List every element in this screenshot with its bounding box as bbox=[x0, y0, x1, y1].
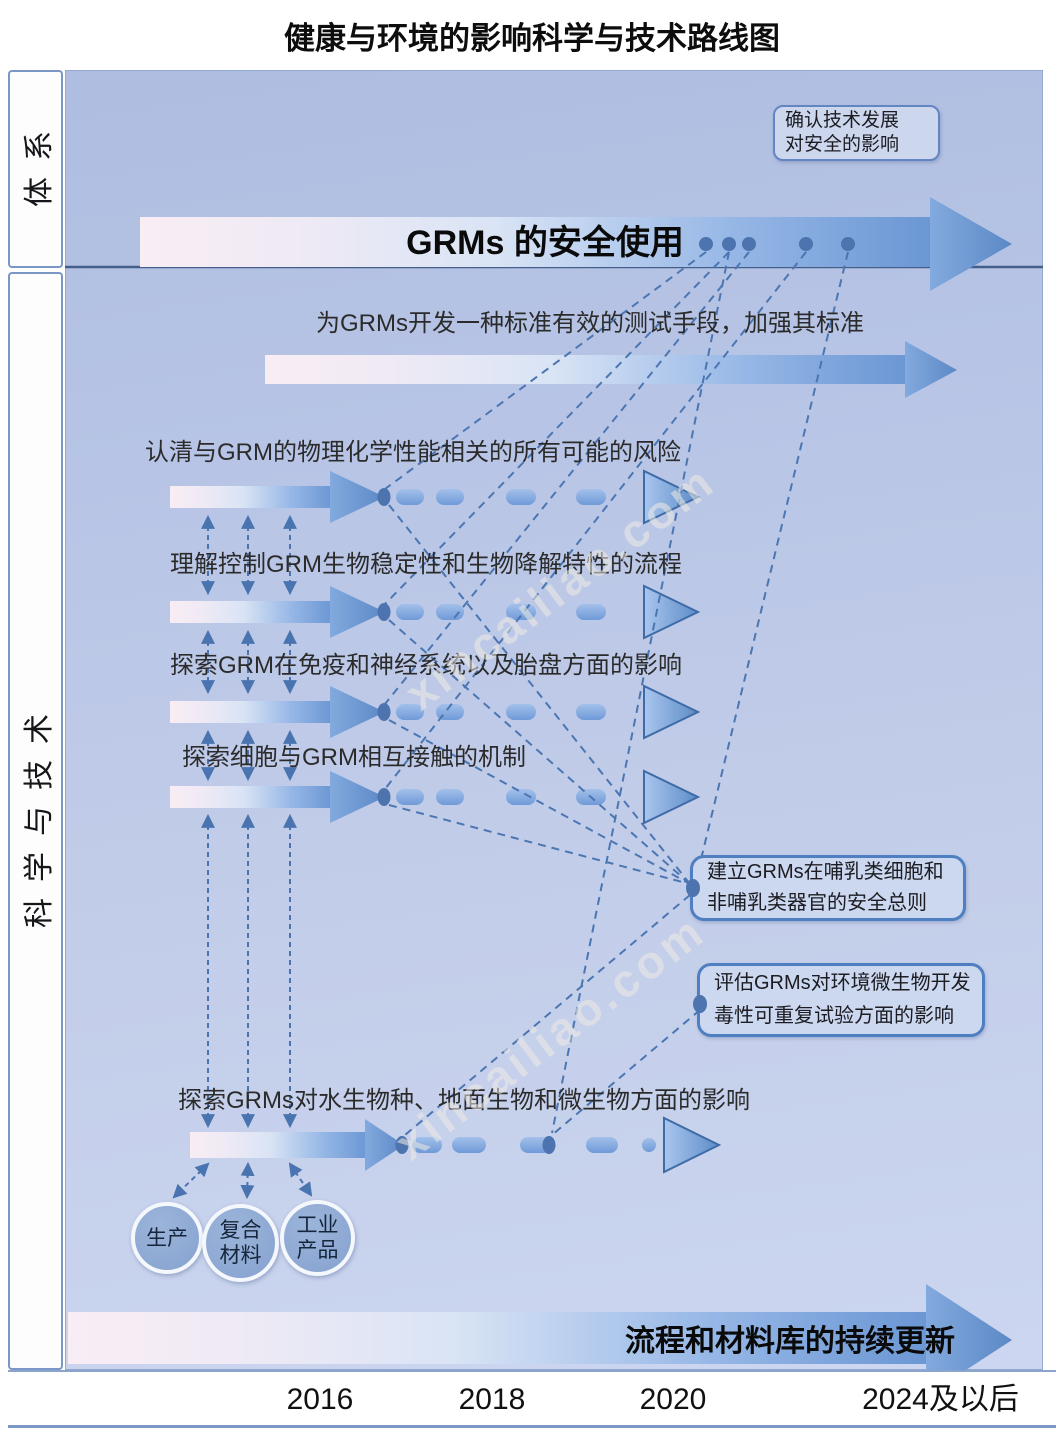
task-label-aquatic-species: 探索GRMs对水生物种、地面生物和微生物方面的影响 bbox=[178, 1087, 750, 1114]
standards-arrow bbox=[265, 341, 957, 398]
continuous-update-arrow-label: 流程和材料库的持续更新 bbox=[625, 1325, 955, 1358]
source-circle-composite-line1: 复合 bbox=[219, 1219, 262, 1242]
source-circle-production: 生产 bbox=[131, 1202, 203, 1274]
vertical-link-arrows bbox=[172, 514, 313, 1200]
callout-confirm-line1: 确认技术发展 bbox=[785, 110, 900, 131]
system-main-arrow bbox=[140, 197, 1012, 291]
timeline-tick-2018: 2018 bbox=[458, 1383, 526, 1416]
callout-env-line2: 毒性可重复试验方面的影响 bbox=[714, 1005, 954, 1027]
sidebar-cell-system: 体系 bbox=[8, 70, 63, 268]
task-arrow-2 bbox=[169, 585, 699, 639]
task-arrow-4 bbox=[169, 770, 699, 824]
timeline-tick-2016: 2016 bbox=[286, 1383, 354, 1416]
source-circle-industrial-line1: 工业 bbox=[296, 1214, 339, 1237]
callout-mammal-line2: 非哺乳类器官的安全总则 bbox=[707, 892, 927, 914]
callout-mammal-line1: 建立GRMs在哺乳类细胞和 bbox=[707, 861, 944, 883]
timeline-band bbox=[8, 1370, 1056, 1428]
task-arrow-3 bbox=[169, 685, 699, 739]
task-label-immune-neuro: 探索GRM在免疫和神经系统以及胎盘方面的影响 bbox=[170, 652, 682, 679]
task-arrow-1 bbox=[169, 470, 699, 524]
task-label-biostability: 理解控制GRM生物稳定性和生物降解特性的流程 bbox=[170, 551, 682, 578]
timeline-tick-2024plus: 2024及以后 bbox=[862, 1383, 1019, 1416]
system-main-arrow-label: GRMs 的安全使用 bbox=[406, 224, 684, 262]
callout-environment-toxicity: 评估GRMs对环境微生物开发 毒性可重复试验方面的影响 bbox=[697, 963, 985, 1037]
standards-arrow-label: 为GRMs开发一种标准有效的测试手段，加强其标准 bbox=[316, 310, 864, 337]
callout-confirm-line2: 对安全的影响 bbox=[785, 134, 900, 155]
source-circle-composite: 复合 材料 bbox=[202, 1204, 279, 1282]
callout-env-line1: 评估GRMs对环境微生物开发 bbox=[714, 972, 971, 994]
dashed-connectors bbox=[384, 251, 849, 1136]
task-label-cell-contact: 探索细胞与GRM相互接触的机制 bbox=[182, 744, 526, 771]
page-title: 健康与环境的影响科学与技术路线图 bbox=[284, 21, 780, 56]
task-arrow-aquatic bbox=[190, 1116, 722, 1174]
source-circle-production-label: 生产 bbox=[146, 1226, 188, 1250]
callout-mammal-safety: 建立GRMs在哺乳类细胞和 非哺乳类器官的安全总则 bbox=[690, 855, 966, 921]
sidebar-cell-science-tech: 科学与技术 bbox=[8, 272, 63, 1370]
source-circle-industrial: 工业 产品 bbox=[280, 1200, 355, 1276]
source-circle-industrial-line2: 产品 bbox=[296, 1239, 339, 1262]
source-circle-composite-line2: 材料 bbox=[219, 1244, 262, 1267]
continuous-update-arrow bbox=[68, 1284, 1012, 1396]
timeline-tick-2020: 2020 bbox=[639, 1383, 707, 1416]
callout-confirm-tech-impact: 确认技术发展 对安全的影响 bbox=[773, 105, 940, 161]
task-label-physchem-risks: 认清与GRM的物理化学性能相关的所有可能的风险 bbox=[145, 439, 681, 466]
